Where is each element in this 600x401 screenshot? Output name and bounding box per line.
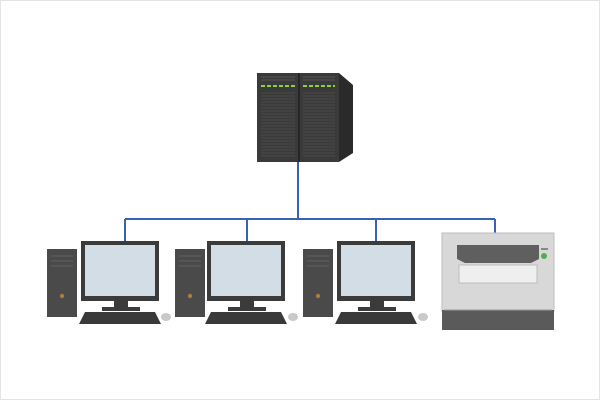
mouse-icon [161, 313, 171, 321]
desktop-pc-3 [303, 241, 428, 324]
desktop-pc-1 [47, 241, 171, 324]
keyboard-icon [79, 312, 161, 324]
network-links [124, 161, 496, 242]
monitor-icon [337, 241, 415, 311]
monitor-icon [207, 241, 285, 311]
printer-icon [441, 232, 555, 330]
keyboard-icon [205, 312, 287, 324]
mouse-icon [418, 313, 428, 321]
server-icon [257, 73, 353, 162]
tower-case-icon [175, 249, 205, 317]
printer-led [541, 253, 547, 259]
tower-case-icon [303, 249, 333, 317]
mouse-icon [288, 313, 298, 321]
desktop-pc-2 [175, 241, 298, 324]
monitor-icon [81, 241, 159, 311]
tower-case-icon [47, 249, 77, 317]
keyboard-icon [335, 312, 417, 324]
